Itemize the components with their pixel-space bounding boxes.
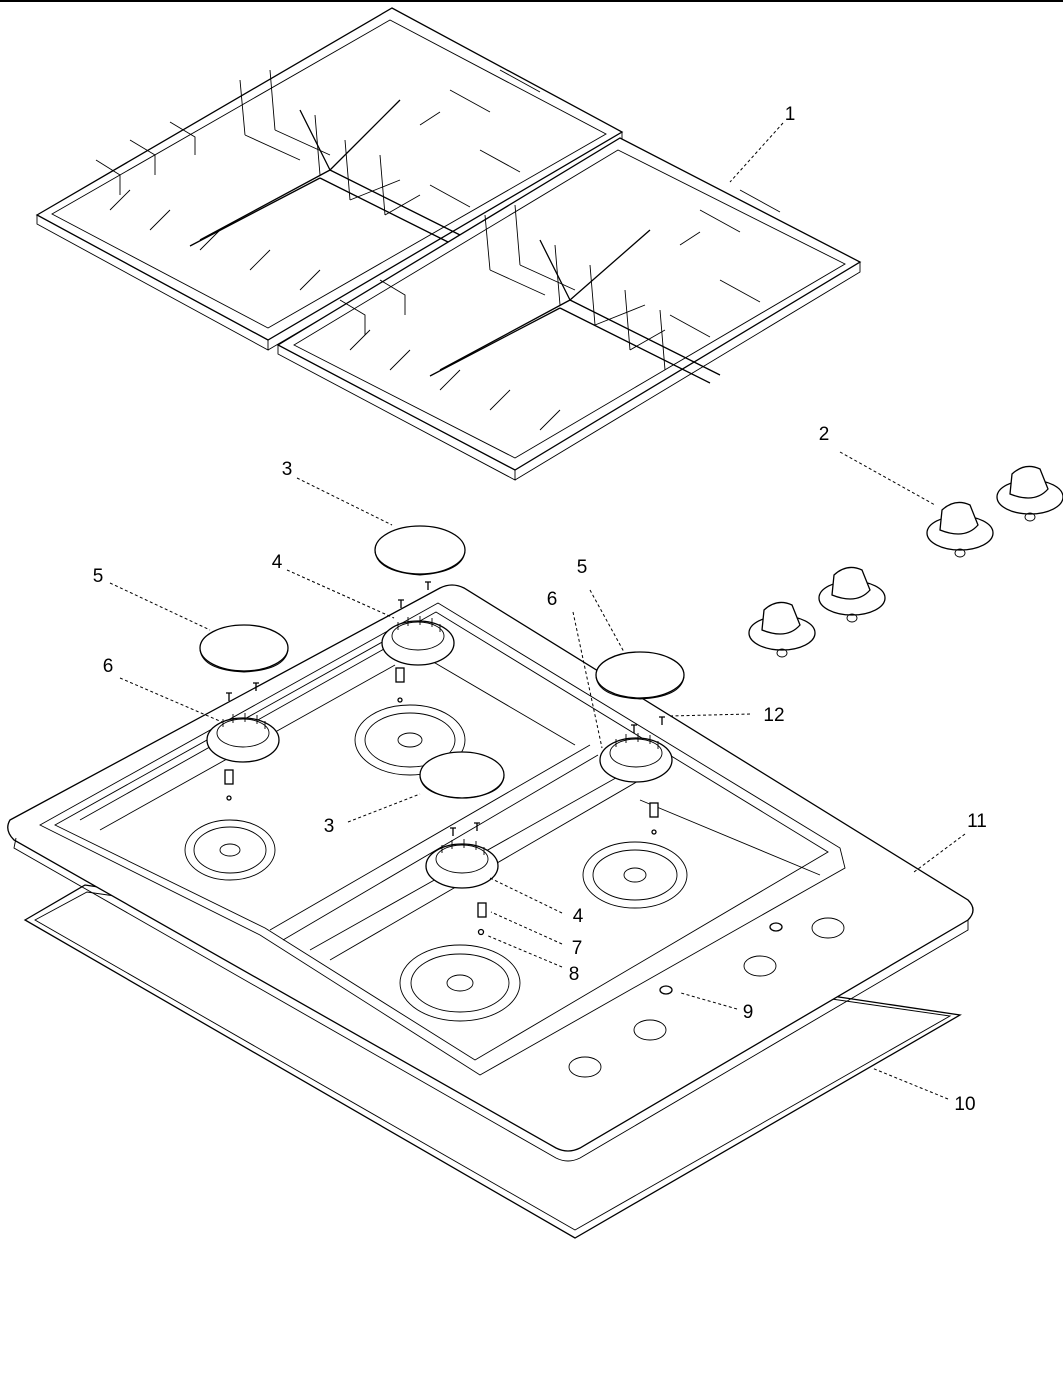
knob-1 xyxy=(926,501,994,558)
callout-5-left: 5 xyxy=(93,566,104,587)
callout-6-right: 6 xyxy=(547,589,558,610)
burner-head-4-rear xyxy=(381,616,455,666)
burner-bowl-rear-left xyxy=(184,819,276,881)
callout-4-front: 4 xyxy=(573,906,584,927)
knob-3 xyxy=(818,566,886,623)
knob-2 xyxy=(996,465,1063,522)
callout-2: 2 xyxy=(819,424,830,445)
callout-10: 10 xyxy=(954,1094,975,1115)
callout-7: 7 xyxy=(572,938,583,959)
knob-holes xyxy=(568,917,845,1078)
burner-cap-5-left xyxy=(199,624,289,673)
callout-8: 8 xyxy=(569,964,580,985)
burner-head-4-front xyxy=(425,839,499,889)
callout-3-mid: 3 xyxy=(324,816,335,837)
burner-head-6-right xyxy=(599,733,673,783)
gasket xyxy=(23,884,962,1239)
callout-9: 9 xyxy=(743,1002,754,1023)
burner-cap-5-right xyxy=(595,651,685,700)
burner-head-6-left xyxy=(206,713,280,763)
burner-cap-3-mid xyxy=(419,751,505,799)
hardware-small-parts xyxy=(224,581,783,995)
leader-lines xyxy=(109,122,966,1100)
burner-bowl-front-right xyxy=(582,841,688,909)
callout-3-top: 3 xyxy=(282,459,293,480)
burner-bowl-rear-center xyxy=(354,704,466,776)
callout-5-right: 5 xyxy=(577,557,588,578)
callout-11: 11 xyxy=(967,811,987,832)
knob-4 xyxy=(748,601,816,658)
burner-cap-3-top xyxy=(374,525,466,576)
callout-1: 1 xyxy=(785,104,796,125)
callout-6-left: 6 xyxy=(103,656,114,677)
grate-right xyxy=(276,137,862,481)
burner-bowl-front-center xyxy=(399,944,521,1022)
callout-labels: 1 2 3 3 4 4 5 5 6 6 7 8 9 10 11 12 xyxy=(93,104,987,1115)
callout-4-rear: 4 xyxy=(272,552,283,573)
callout-12: 12 xyxy=(763,705,784,726)
